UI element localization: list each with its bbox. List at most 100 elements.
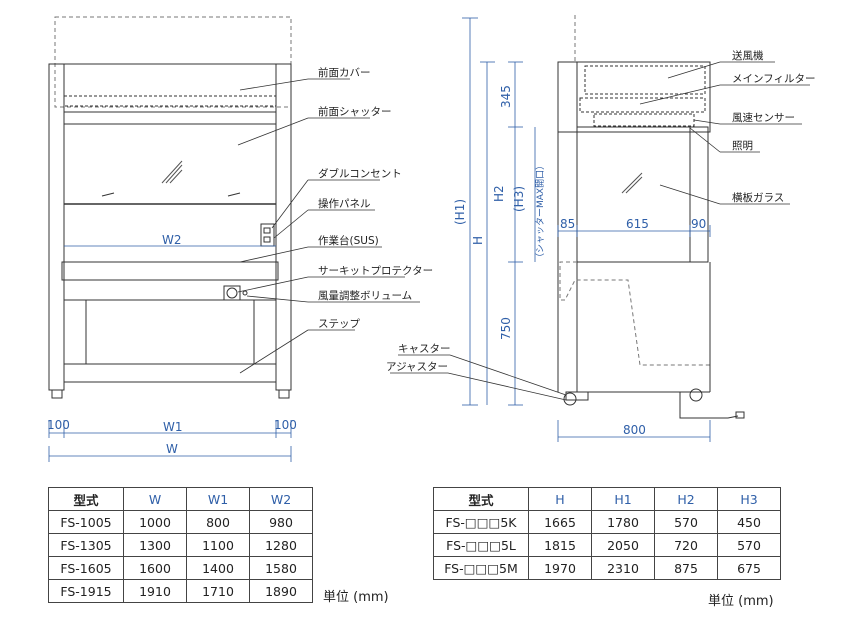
width-spec-table: 型式 W W1 W2 FS-1005 1000 800 980 FS-1305 …	[48, 487, 313, 603]
label-adjuster: アジャスター	[386, 361, 448, 373]
unit-note-w: 単位 (mm)	[323, 590, 389, 605]
table-row: FS-□□□5K 1665 1780 570 450	[433, 510, 781, 534]
cell: 2050	[591, 533, 655, 557]
dim-345: 345	[499, 85, 513, 108]
technical-drawing: 前面カバー 前面シャッター ダブルコンセント 操作パネル 作業台(SUS) サー…	[47, 15, 815, 462]
cell: 450	[717, 510, 781, 534]
cell: FS-□□□5M	[433, 556, 529, 580]
unit-note-h: 単位 (mm)	[708, 594, 774, 609]
table-row: FS-□□□5L 1815 2050 720 570	[433, 533, 781, 557]
cell: FS-□□□5K	[433, 510, 529, 534]
header-model: 型式	[433, 487, 529, 511]
cell: 1100	[186, 533, 250, 557]
table-header-row: 型式 W W1 W2	[48, 487, 313, 511]
front-shutter	[63, 123, 277, 205]
cell: 1000	[123, 510, 187, 534]
cell: FS-1605	[48, 556, 124, 580]
table-row: FS-1005 1000 800 980	[48, 510, 313, 534]
table-row: FS-□□□5M 1970 2310 875 675	[433, 556, 781, 580]
step-bar	[63, 363, 277, 383]
cell: FS-1005	[48, 510, 124, 534]
header-h3: H3	[717, 487, 781, 511]
cell: 1600	[123, 556, 187, 580]
label-air-sensor: 風速センサー	[732, 112, 795, 124]
table-header-row: 型式 H H1 H2 H3	[433, 487, 781, 511]
cell: 1890	[249, 579, 313, 603]
dim-750: 750	[499, 317, 513, 340]
main-filter	[579, 97, 706, 113]
cell: FS-1305	[48, 533, 124, 557]
height-spec-table: 型式 H H1 H2 H3 FS-□□□5K 1665 1780 570 450…	[433, 487, 781, 580]
cell: 1400	[186, 556, 250, 580]
label-step: ステップ	[318, 318, 360, 330]
dim-90: 90	[691, 217, 706, 231]
cell: FS-1915	[48, 579, 124, 603]
dim-w1: W1	[163, 420, 183, 434]
side-glass	[576, 126, 691, 263]
airflow-knob	[242, 290, 248, 296]
header-w: W	[123, 487, 187, 511]
cell: 570	[717, 533, 781, 557]
cell: 1970	[528, 556, 592, 580]
dim-85: 85	[560, 217, 575, 231]
header-w2: W2	[249, 487, 313, 511]
cell: 980	[249, 510, 313, 534]
front-view	[48, 16, 420, 462]
header-h1: H1	[591, 487, 655, 511]
dim-800: 800	[623, 423, 646, 437]
right-pillar	[275, 63, 292, 391]
cell: 675	[717, 556, 781, 580]
cell: 1665	[528, 510, 592, 534]
label-front-shutter: 前面シャッター	[318, 105, 392, 118]
cell: 875	[654, 556, 718, 580]
label-airflow-volume: 風量調整ボリューム	[318, 289, 412, 302]
table-row: FS-1915 1910 1710 1890	[48, 579, 313, 603]
label-side-glass: 横板ガラス	[732, 191, 784, 204]
label-main-filter: メインフィルター	[732, 73, 815, 85]
front-cover	[63, 95, 277, 107]
cell: 1815	[528, 533, 592, 557]
cell: 1580	[249, 556, 313, 580]
caster-left	[563, 392, 577, 406]
header-h2: H2	[654, 487, 718, 511]
cell: 800	[186, 510, 250, 534]
dim-left-margin: 100	[47, 418, 70, 432]
worktop	[61, 261, 279, 281]
label-worktop: 作業台(SUS)	[318, 234, 379, 247]
shutter-raised-outline	[54, 16, 292, 108]
label-control-panel: 操作パネル	[318, 197, 371, 210]
dim-615: 615	[626, 217, 649, 231]
dim-h3: (H3)	[512, 186, 526, 212]
dim-h: H	[471, 236, 485, 245]
cell: FS-□□□5L	[433, 533, 529, 557]
cell: 720	[654, 533, 718, 557]
blower	[584, 65, 706, 95]
label-caster: キャスター	[398, 343, 451, 355]
cell: 1910	[123, 579, 187, 603]
dim-h2: H2	[492, 185, 506, 202]
dim-h1: (H1)	[453, 199, 467, 225]
header-w1: W1	[186, 487, 250, 511]
label-circuit-protector: サーキットプロテクター	[318, 265, 433, 277]
table-row: FS-1305 1300 1100 1280	[48, 533, 313, 557]
label-double-outlet: ダブルコンセント	[318, 167, 402, 180]
circuit-protector	[226, 287, 238, 299]
header-model: 型式	[48, 487, 124, 511]
dim-shutter-note: （シャッターMAX開口）	[535, 161, 546, 262]
cell: 2310	[591, 556, 655, 580]
dim-right-margin: 100	[274, 418, 297, 432]
air-sensor	[593, 113, 695, 127]
cell: 570	[654, 510, 718, 534]
cell: 1710	[186, 579, 250, 603]
cell: 1280	[249, 533, 313, 557]
header-h: H	[528, 487, 592, 511]
label-blower: 送風機	[732, 49, 764, 62]
side-view	[390, 15, 810, 442]
label-front-cover: 前面カバー	[318, 66, 371, 79]
dim-w2: W2	[162, 233, 182, 247]
left-pillar	[48, 63, 65, 391]
caster-right	[689, 388, 703, 402]
table-row: FS-1605 1600 1400 1580	[48, 556, 313, 580]
cell: 1300	[123, 533, 187, 557]
cell: 1780	[591, 510, 655, 534]
